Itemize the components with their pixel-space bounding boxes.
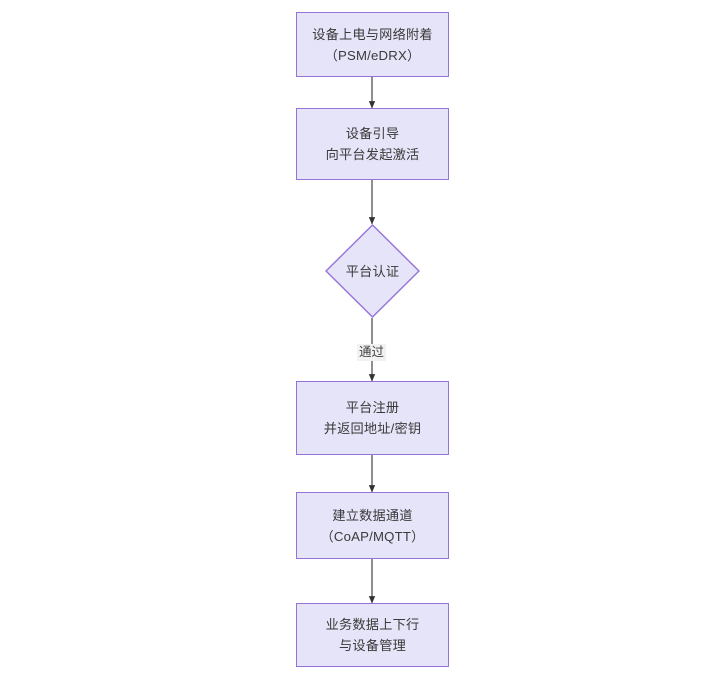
node-label-line: 业务数据上下行 <box>325 617 420 632</box>
node-device-bootstrap[interactable]: 设备引导 向平台发起激活 <box>296 108 449 180</box>
node-label-line: 设备引导 <box>345 126 400 141</box>
node-label-line: 向平台发起激活 <box>325 147 420 162</box>
node-device-power-on[interactable]: 设备上电与网络附着 （PSM/eDRX） <box>296 12 449 77</box>
node-platform-registration[interactable]: 平台注册 并返回地址/密钥 <box>296 381 449 455</box>
node-label-line: 建立数据通道 <box>332 507 413 523</box>
node-label-line: 设备上电与网络附着 <box>312 26 433 42</box>
node-label-line: （PSM/eDRX） <box>324 47 421 63</box>
node-label-line: 平台认证 <box>345 263 400 279</box>
edge-label-pass: 通过 <box>357 344 387 361</box>
node-label-line: 平台注册 <box>345 400 400 415</box>
node-label-line: （CoAP/MQTT） <box>320 528 425 544</box>
decision-diamond-shape <box>325 224 420 318</box>
node-platform-authentication[interactable]: 平台认证 <box>325 224 420 318</box>
node-business-data-and-device-management[interactable]: 业务数据上下行 与设备管理 <box>296 603 449 667</box>
node-label-line: 并返回地址/密钥 <box>323 421 422 436</box>
node-label-line: 与设备管理 <box>339 638 406 653</box>
node-establish-data-channel[interactable]: 建立数据通道 （CoAP/MQTT） <box>296 492 449 559</box>
